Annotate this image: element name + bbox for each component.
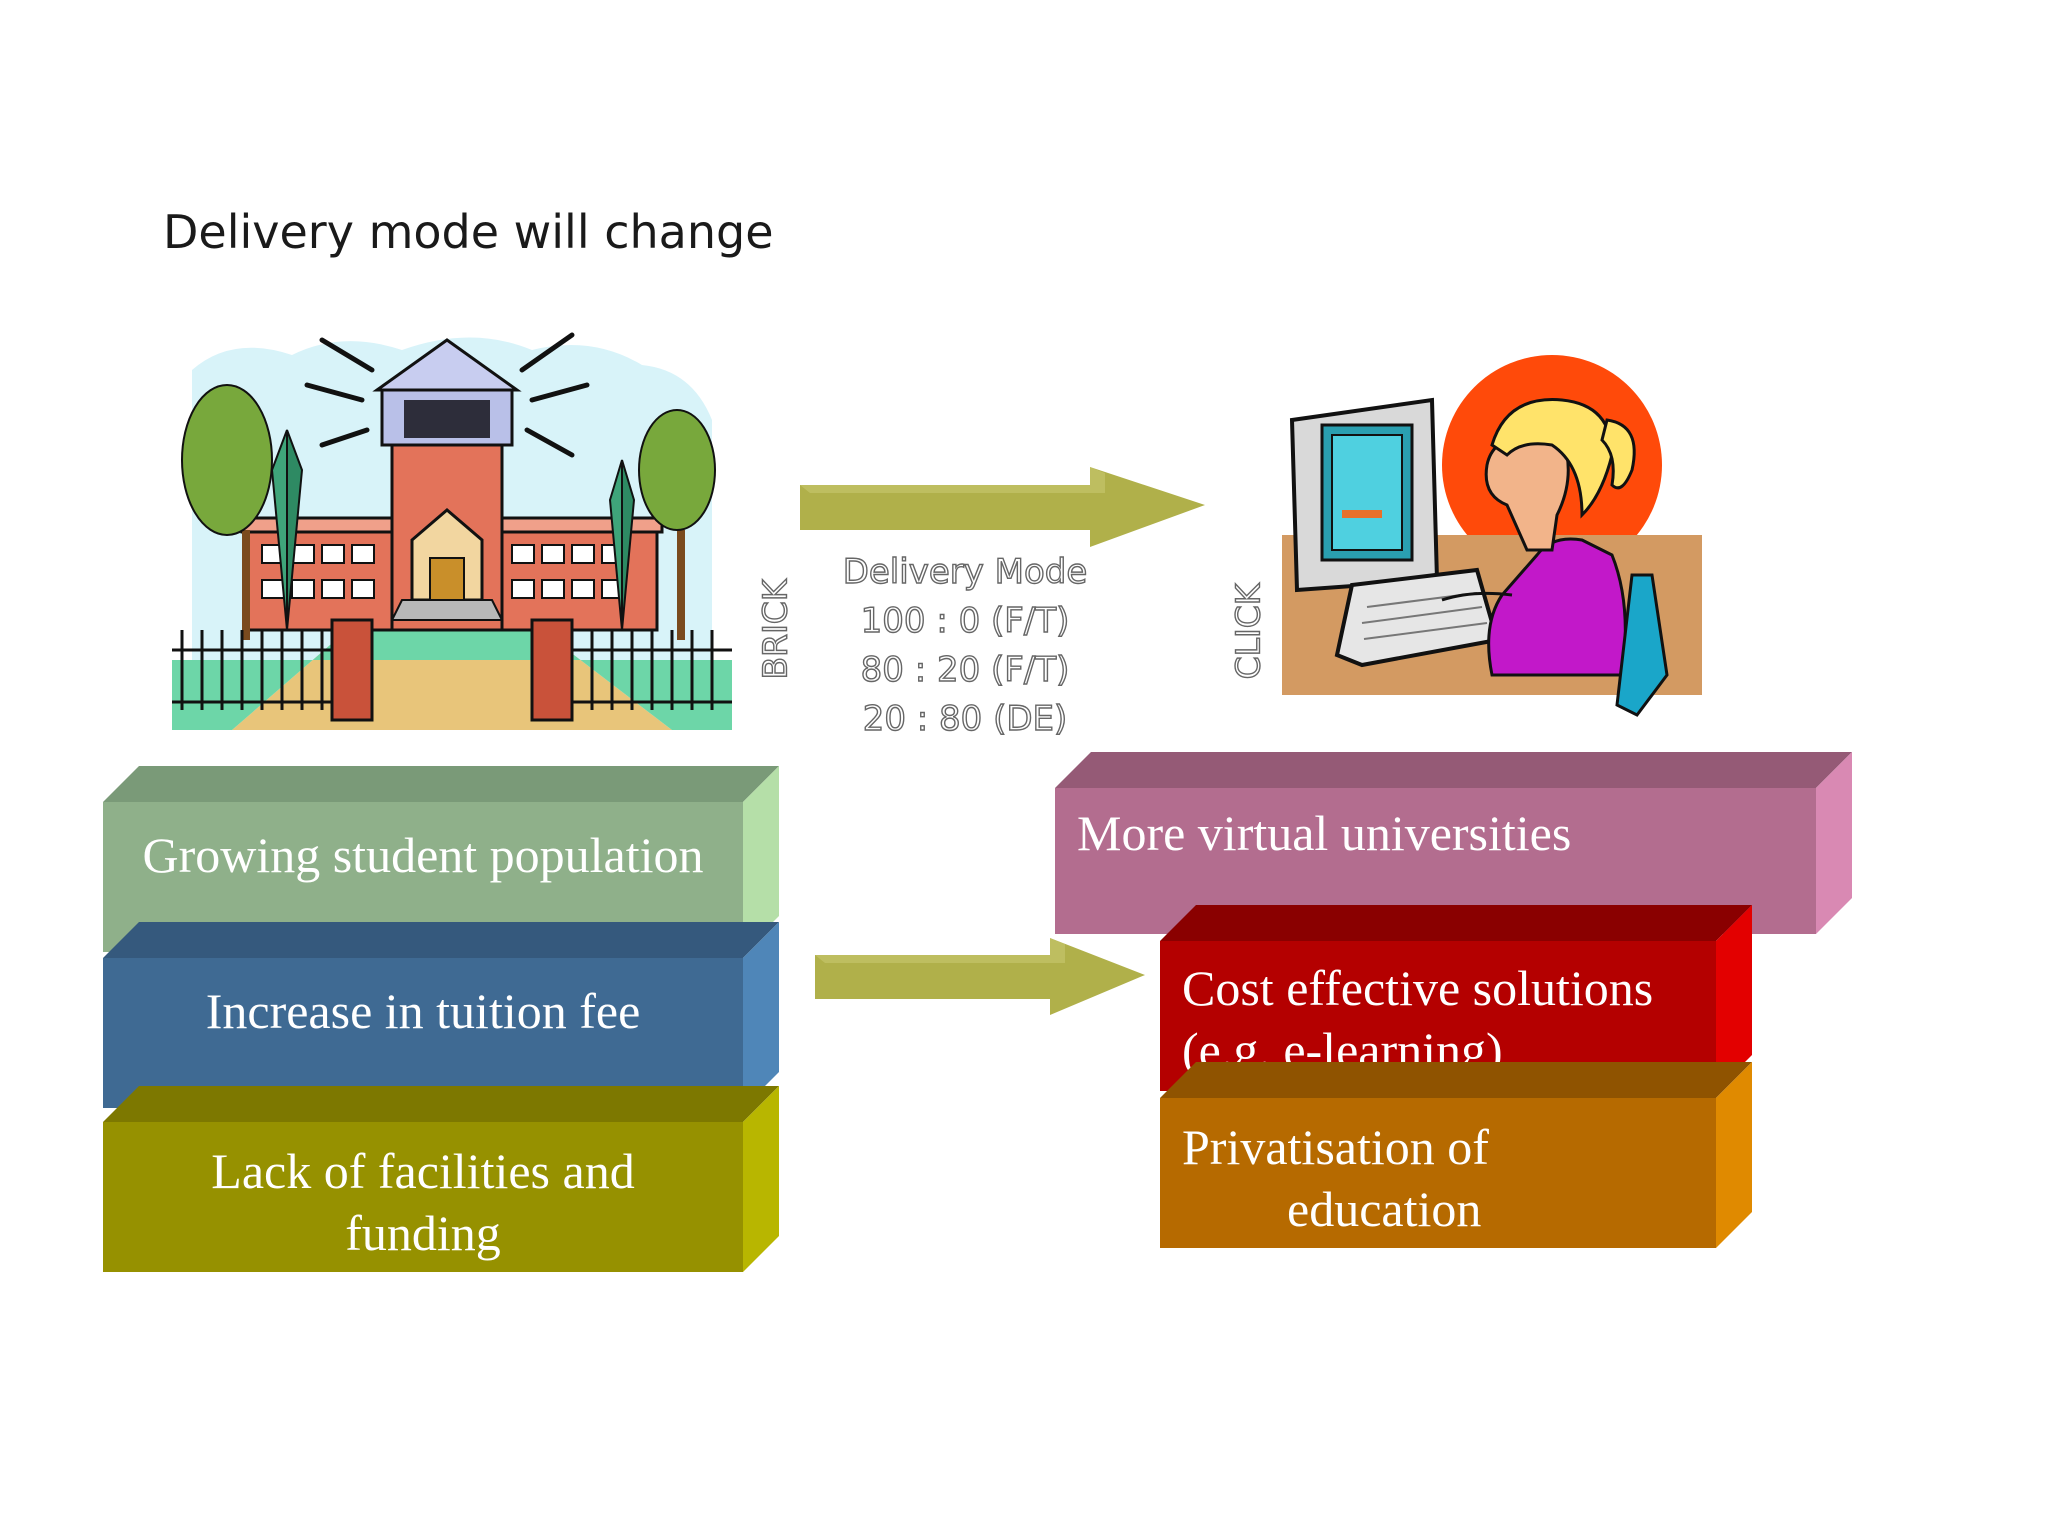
- box-label: Growing student population: [142, 827, 704, 883]
- ratio-line: 80 : 20 (F/T): [860, 649, 1070, 690]
- left-box-facilities-funding: Lack of facilities and funding: [103, 1086, 783, 1272]
- ratio-line: 20 : 80 (DE): [862, 698, 1068, 739]
- left-box-tuition-fee: Increase in tuition fee: [103, 922, 783, 1108]
- girl-computer-icon: [1282, 355, 1702, 717]
- box-label: Lack of facilities and funding: [103, 1140, 743, 1264]
- box-label: More virtual universities: [1077, 805, 1572, 861]
- box-label-line: funding: [345, 1205, 501, 1261]
- delivery-arrow-icon: [800, 467, 1205, 547]
- box-label: Increase in tuition fee: [205, 983, 641, 1039]
- slide-title: Delivery mode will change: [163, 205, 774, 259]
- right-box-privatisation: Privatisation of education: [1160, 1062, 1760, 1248]
- transition-arrow-icon: [815, 938, 1145, 1015]
- box-label-line: Privatisation of: [1182, 1119, 1489, 1175]
- box-label-line: Cost effective solutions: [1182, 960, 1654, 1016]
- delivery-mode-heading: Delivery Mode: [842, 551, 1088, 592]
- delivery-mode-block: Delivery Mode 100 : 0 (F/T) 80 : 20 (F/T…: [820, 548, 1110, 744]
- box-label-line: Lack of facilities and: [211, 1143, 635, 1199]
- box-label-line: education: [1287, 1181, 1482, 1237]
- ratio-line: 100 : 0 (F/T): [860, 600, 1070, 641]
- click-label: CLICK: [1228, 583, 1268, 680]
- box-label: Privatisation of education: [1182, 1116, 1489, 1240]
- school-building-icon: [172, 332, 732, 730]
- brick-label: BRICK: [755, 579, 795, 680]
